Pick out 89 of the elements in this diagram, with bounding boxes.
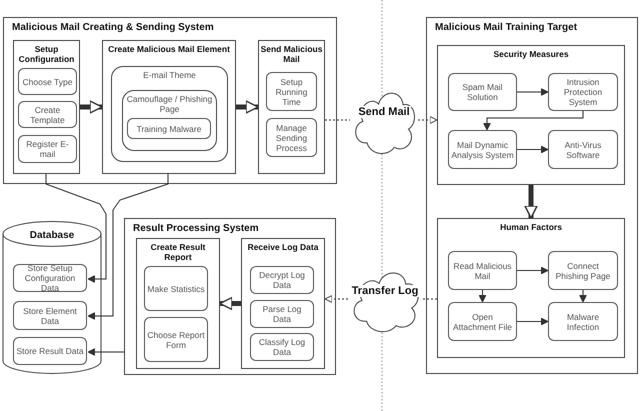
group-panel — [258, 40, 325, 174]
group-title: Database — [28, 230, 76, 241]
process-box — [18, 135, 77, 163]
group-panel — [437, 218, 625, 358]
box-label: Make Statistics — [147, 284, 205, 294]
process-box — [266, 72, 317, 111]
group-title: Create Result Report — [150, 242, 206, 262]
process-box — [548, 130, 618, 169]
process-box — [448, 73, 517, 111]
cloud-label: Transfer Log — [350, 285, 420, 297]
process-box — [250, 266, 314, 294]
process-box — [548, 251, 618, 290]
box-label: Store Setup Configuration Data — [24, 263, 76, 293]
arrow — [516, 88, 548, 96]
arrow — [478, 290, 486, 302]
block-arrow — [524, 185, 538, 219]
group-title: Malicious Mail Training Target — [435, 22, 578, 34]
process-box — [18, 68, 77, 95]
box-label: Manage Sending Process — [274, 122, 308, 152]
box-label: Intrusion Protection System — [562, 77, 604, 107]
process-box — [548, 73, 618, 111]
box-label: Decrypt Log Data — [258, 270, 306, 290]
box-label: Spam Mail Solution — [461, 82, 504, 102]
group-panel — [3, 17, 337, 184]
block-arrow — [236, 100, 259, 114]
group-title: Malicious Mail Creating & Sending System — [12, 22, 215, 34]
group-title: Create Malicious Mail Element — [107, 44, 231, 54]
arrow — [88, 174, 168, 320]
arrow — [46, 174, 106, 283]
box-label: Parse Log Data — [262, 304, 302, 324]
arrow — [418, 116, 438, 124]
group-title: Result Processing System — [133, 223, 260, 235]
process-box — [448, 302, 517, 341]
group-title: Camouflage / Phishing Page — [126, 94, 214, 114]
box-label: Read Malicious Mail — [452, 260, 513, 280]
arrow — [516, 146, 548, 154]
database-cylinder — [2, 220, 102, 375]
arrow — [516, 266, 548, 274]
arrow — [516, 318, 548, 326]
box-label: Choose Report Form — [147, 330, 205, 350]
process-box — [127, 118, 211, 139]
process-box — [13, 337, 87, 365]
process-box — [13, 264, 87, 292]
process-box — [250, 333, 314, 361]
box-label: Anti-Virus Software — [564, 140, 602, 160]
rounded-panel — [111, 66, 228, 162]
group-title: Security Measures — [492, 49, 570, 59]
process-box — [13, 301, 87, 330]
group-title: Setup Configuration — [18, 44, 76, 64]
group-panel — [426, 17, 638, 374]
group-panel — [136, 238, 220, 369]
box-label: Connect Phishing Page — [554, 260, 612, 280]
group-panel — [437, 45, 625, 185]
process-box — [448, 130, 517, 169]
group-title: Send Malicious Mail — [260, 44, 324, 64]
process-box — [448, 251, 517, 290]
box-label: Open Attachment File — [452, 312, 514, 332]
arrow — [324, 295, 348, 303]
box-label: Register E-mail — [25, 139, 70, 159]
rounded-panel — [122, 90, 217, 151]
process-box — [266, 118, 317, 157]
box-label: Malware Infection — [566, 312, 600, 332]
process-box — [548, 302, 618, 341]
box-label: Training Malware — [136, 124, 202, 134]
block-arrow — [219, 296, 241, 310]
box-label: Create Template — [29, 104, 66, 124]
block-arrow — [80, 100, 103, 114]
group-panel — [102, 40, 236, 174]
box-label: Store Element Data — [22, 306, 78, 326]
arrow — [579, 290, 587, 302]
connector-line — [422, 298, 438, 300]
arrow — [483, 110, 584, 130]
group-title: E-mail Theme — [142, 70, 197, 80]
box-label: Setup Running Time — [274, 76, 308, 106]
process-box — [144, 266, 208, 311]
group-panel — [241, 238, 325, 369]
arrow — [88, 348, 124, 356]
cloud-label: Send Mail — [357, 106, 411, 118]
group-title: Receive Log Data — [246, 242, 320, 252]
process-box — [18, 101, 77, 128]
group-title: Human Factors — [499, 222, 563, 232]
box-label: Classify Log Data — [258, 337, 306, 357]
process-box — [250, 300, 314, 328]
group-panel — [124, 218, 336, 375]
group-panel — [13, 40, 80, 174]
box-label: Choose Type — [22, 76, 72, 86]
process-box — [144, 317, 208, 362]
box-label: Store Result Data — [16, 346, 84, 356]
box-label: Mail Dynamic Analysis System — [451, 140, 514, 160]
